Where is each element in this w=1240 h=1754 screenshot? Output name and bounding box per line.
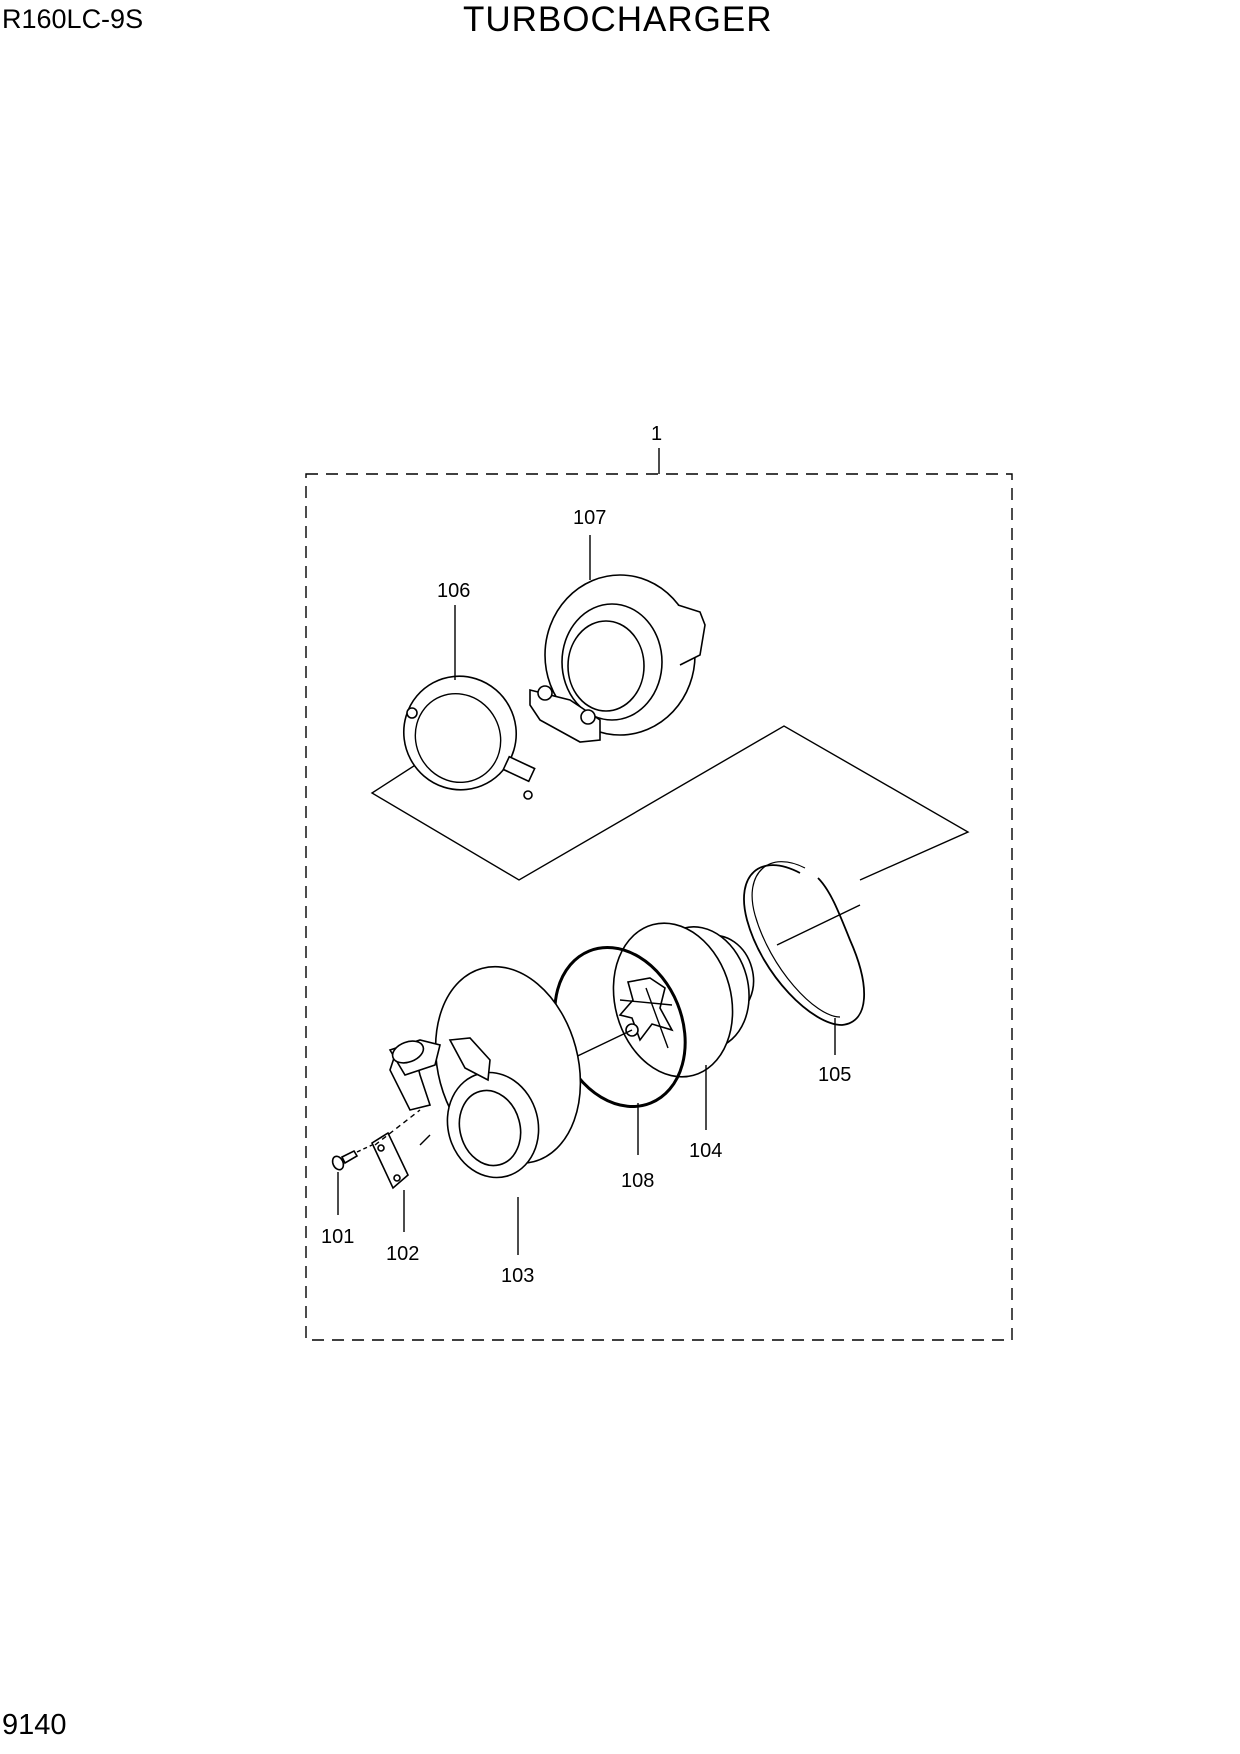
cartridge-104 [612, 922, 755, 1078]
callout-101: 101 [321, 1226, 354, 1248]
model-code: R160LC-9S [2, 4, 144, 34]
v-band-clamp-106 [402, 675, 536, 800]
turbine-housing-107 [529, 574, 706, 743]
page-title: TURBOCHARGER [463, 0, 773, 39]
group-bracket [370, 725, 970, 881]
callout-103: 103 [501, 1265, 534, 1287]
bracket-102 [370, 1131, 409, 1190]
callout-102: 102 [386, 1243, 419, 1265]
bolt-101 [331, 1149, 359, 1171]
assembly-frame [305, 473, 1013, 1341]
callout-107: 107 [573, 507, 606, 529]
callout-106: 106 [437, 580, 470, 602]
callout-108: 108 [621, 1170, 654, 1192]
snap-ring-105 [743, 861, 866, 1026]
compressor-housing-103 [388, 965, 582, 1179]
page-number: 9140 [2, 1709, 67, 1741]
callout-105: 105 [818, 1064, 851, 1086]
callout-104: 104 [689, 1140, 722, 1162]
callout-1: 1 [651, 423, 662, 445]
